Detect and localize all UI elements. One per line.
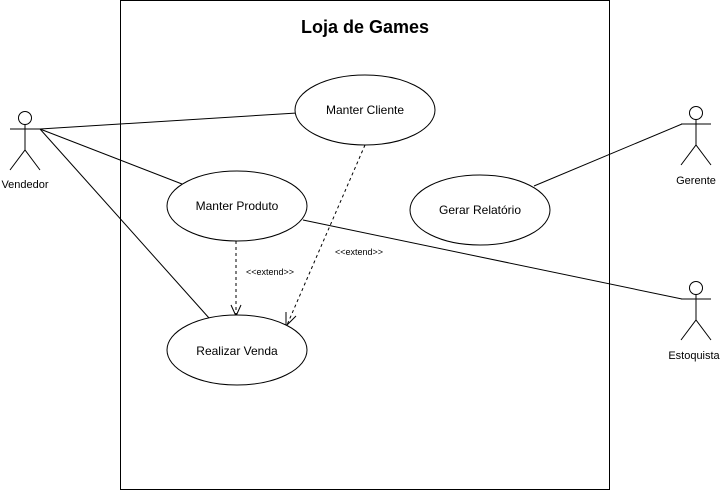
- association-vendedor-manter-produto: [39, 128, 183, 185]
- association-vendedor-manter-cliente: [39, 112, 298, 130]
- actor-estoquista-head: [689, 281, 703, 295]
- association-vendedor-realizar-venda: [39, 128, 210, 319]
- actor-estoquista-legs: [680, 319, 712, 341]
- use-case-manter-produto-shape: [166, 170, 308, 242]
- association-estoquista-manter-produto: [302, 219, 683, 300]
- extend-label-produto-venda: <<extend>>: [246, 267, 294, 277]
- use-case-realizar-venda-shape: [166, 314, 308, 386]
- actor-vendedor[interactable]: Vendedor: [1, 111, 49, 192]
- use-case-realizar-venda[interactable]: Realizar Venda: [166, 314, 308, 386]
- actor-gerente-head: [689, 106, 703, 120]
- extend-arrowhead-cliente-venda: [285, 312, 297, 328]
- extend-line-cliente-venda: [286, 144, 366, 326]
- use-case-manter-cliente-label: Manter Cliente: [326, 103, 404, 117]
- associations: [39, 112, 683, 319]
- actor-gerente-label: Gerente: [676, 175, 716, 187]
- extend-label-cliente-venda: <<extend>>: [335, 247, 383, 257]
- actor-vendedor-label: Vendedor: [1, 179, 48, 191]
- extend-relations: <<extend>> <<extend>>: [230, 144, 383, 328]
- use-case-manter-produto[interactable]: Manter Produto: [166, 170, 308, 242]
- system-boundary: [120, 0, 610, 490]
- actor-vendedor-legs: [9, 149, 41, 171]
- association-gerente-gerar-relatorio: [533, 123, 683, 187]
- actor-gerente[interactable]: Gerente: [676, 106, 716, 188]
- use-case-realizar-venda-label: Realizar Venda: [196, 344, 278, 358]
- actor-estoquista-label: Estoquista: [668, 350, 720, 362]
- use-case-gerar-relatorio[interactable]: Gerar Relatório: [409, 174, 551, 246]
- system-title: Loja de Games: [301, 17, 429, 37]
- use-case-manter-produto-label: Manter Produto: [196, 199, 279, 213]
- actor-estoquista[interactable]: Estoquista: [668, 281, 721, 363]
- use-case-manter-cliente[interactable]: Manter Cliente: [294, 74, 436, 146]
- use-case-gerar-relatorio-shape: [409, 174, 551, 246]
- actor-gerente-legs: [680, 144, 712, 166]
- use-case-gerar-relatorio-label: Gerar Relatório: [439, 203, 521, 217]
- actor-vendedor-head: [18, 111, 32, 125]
- use-case-manter-cliente-shape: [294, 74, 436, 146]
